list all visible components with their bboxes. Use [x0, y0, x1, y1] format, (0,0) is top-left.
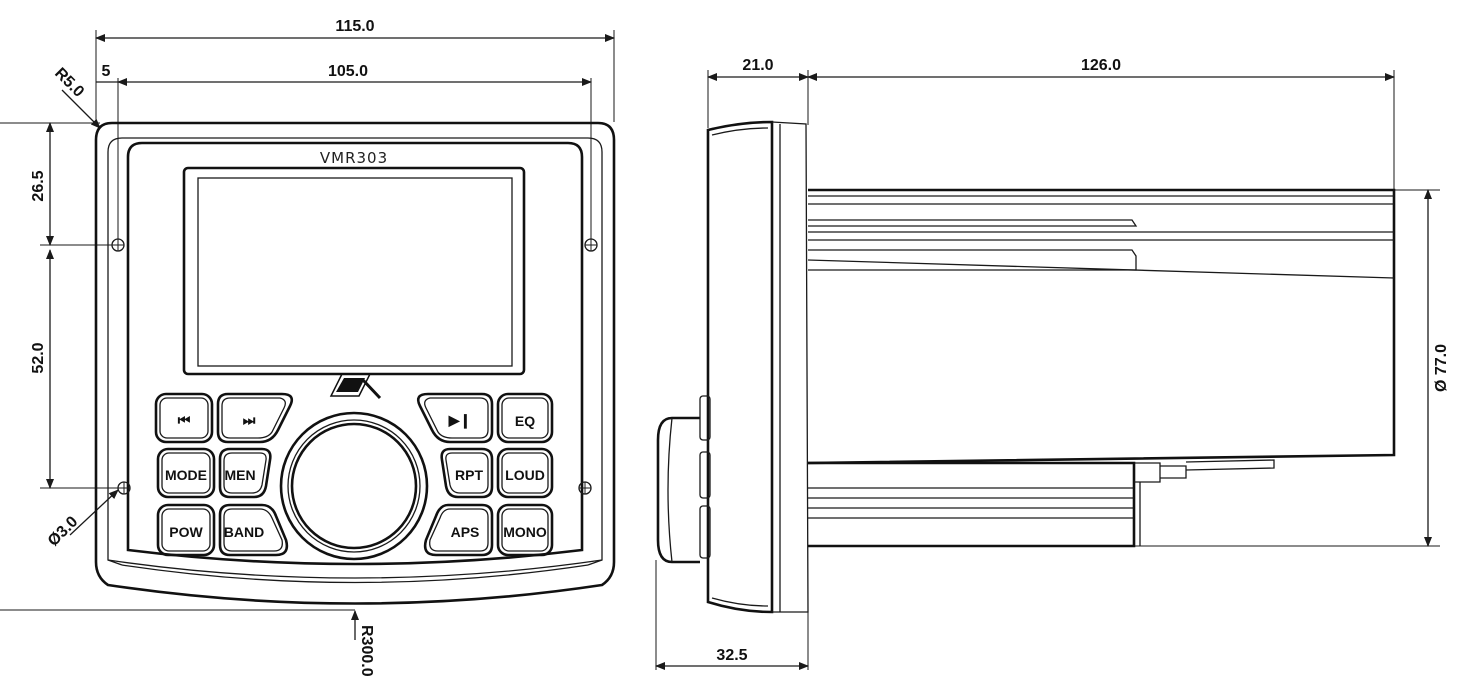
side-button-bottom	[699, 505, 711, 559]
prev-button: ⏮	[154, 392, 214, 444]
side-bezel	[706, 120, 774, 614]
leader-corner-radius	[61, 89, 101, 129]
next-button: ⏭	[216, 392, 294, 444]
mode-button: MODE	[156, 447, 216, 499]
svg-text:MEN: MEN	[224, 467, 255, 483]
dim-offset: 5	[102, 63, 111, 80]
menu-button: MEN	[218, 447, 272, 499]
leader-hole-diameter	[69, 489, 119, 536]
housing-body	[807, 188, 1396, 465]
mounting-hole-bottom-right	[578, 481, 592, 495]
dim-front-depth: 21.0	[742, 57, 773, 74]
pow-button: POW	[156, 503, 216, 557]
svg-text:LOUD: LOUD	[505, 467, 545, 483]
loud-button: LOUD	[496, 447, 554, 499]
dim-hole-diameter: Ø3.0	[45, 513, 82, 550]
display-screen	[182, 166, 526, 376]
dim-top-to-hole: 26.5	[30, 170, 47, 201]
dim-overall-width: 115.0	[335, 18, 374, 35]
svg-text:MODE: MODE	[165, 467, 207, 483]
mounting-hole-top-right	[584, 238, 598, 252]
dim-corner-radius: R5.0	[51, 65, 87, 101]
dim-knob-depth: 32.5	[716, 647, 747, 664]
bezel-inner-frame	[107, 137, 603, 579]
esx-logo	[329, 373, 382, 400]
dim-inner-width: 105.0	[328, 63, 368, 80]
dim-housing-diameter: Ø 77.0	[1433, 344, 1450, 392]
side-button-middle	[699, 451, 711, 499]
front-view: 115.0 105.0 5 R5.0 26.5 52.0 Ø3.0 R300.0	[0, 18, 616, 677]
svg-text:APS: APS	[451, 524, 480, 540]
rpt-button: RPT	[440, 447, 494, 499]
dim-housing-depth: 126.0	[1081, 57, 1121, 74]
side-knob	[656, 416, 700, 564]
mono-button: MONO	[496, 503, 554, 557]
bezel-outline	[94, 121, 616, 605]
svg-text:EQ: EQ	[515, 413, 535, 429]
svg-text:▶❙: ▶❙	[448, 412, 472, 429]
side-button-top	[699, 395, 711, 441]
housing-lower-cage	[808, 461, 1136, 548]
mounting-hole-bottom-left	[117, 481, 131, 495]
eq-button: EQ	[496, 392, 554, 444]
svg-text:BAND: BAND	[224, 524, 264, 540]
side-view: 21.0 126.0 Ø 77.0 32.5	[655, 57, 1450, 670]
volume-knob	[279, 411, 429, 561]
svg-text:POW: POW	[169, 524, 203, 540]
svg-text:⏮: ⏮	[178, 412, 191, 428]
dim-bottom-radius: R300.0	[358, 625, 375, 677]
band-button: BAND	[218, 503, 289, 557]
play-pause-button: ▶❙	[416, 392, 494, 444]
model-label: VMR303	[320, 149, 388, 167]
aps-button: APS	[423, 503, 494, 557]
control-panel	[126, 141, 584, 566]
svg-text:⏭: ⏭	[243, 412, 256, 428]
svg-text:RPT: RPT	[455, 467, 483, 483]
svg-text:MONO: MONO	[503, 524, 547, 540]
mounting-hole-top-left	[111, 238, 125, 252]
dim-hole-spacing: 52.0	[30, 342, 47, 373]
